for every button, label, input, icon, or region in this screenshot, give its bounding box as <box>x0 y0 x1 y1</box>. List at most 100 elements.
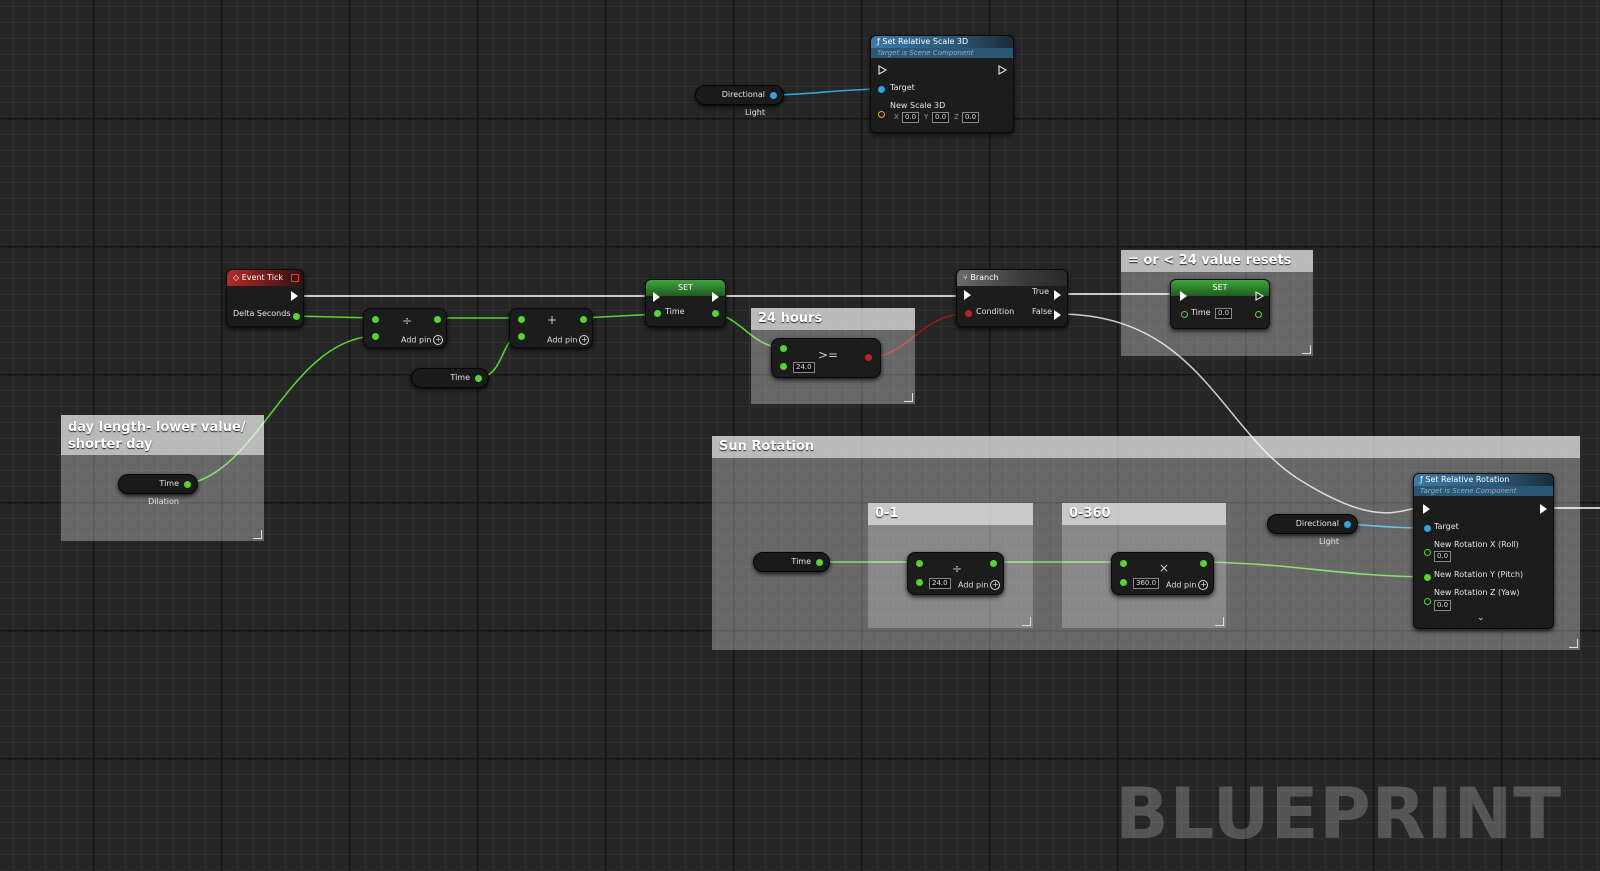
compare-input-a-pin[interactable] <box>780 345 787 352</box>
rotation-z-field[interactable]: 0.0 <box>1434 600 1452 611</box>
variable-name: Time <box>450 373 470 382</box>
directional-light-output-pin[interactable] <box>1344 521 1351 528</box>
true-exec-pin[interactable] <box>1054 290 1061 300</box>
condition-pin[interactable] <box>965 310 972 317</box>
divide-input-a-pin[interactable] <box>372 316 379 323</box>
time-dilation-variable[interactable]: Time Dilation <box>118 474 198 506</box>
exec-out-pin[interactable] <box>291 291 298 301</box>
comment-day-length[interactable]: day length- lower value/ shorter day <box>61 415 264 541</box>
add-input-b-pin[interactable] <box>518 333 525 340</box>
node-header[interactable]: ƒ Set Relative Scale 3D <box>871 36 1013 48</box>
divide-node[interactable]: ÷ Add pin+ <box>363 308 447 348</box>
comment-title[interactable]: 0-360 <box>1062 503 1226 525</box>
time-variable-getter[interactable]: Time <box>411 368 489 388</box>
greater-equal-node[interactable]: 24.0 >= <box>771 338 881 378</box>
resize-handle[interactable] <box>1215 617 1224 626</box>
time-output-pin[interactable] <box>475 375 482 382</box>
set-time-reset-node[interactable]: SET Time 0.0 <box>1170 279 1270 329</box>
comment-title[interactable]: day length- lower value/ shorter day <box>61 415 264 455</box>
compare-value-field[interactable]: 24.0 <box>793 362 815 373</box>
add-pin-button[interactable]: Add pin+ <box>401 335 444 345</box>
divide-output-pin[interactable] <box>434 316 441 323</box>
event-tick-node[interactable]: ◇ Event Tick Delta Seconds <box>226 269 304 327</box>
add-input-a-pin[interactable] <box>518 316 525 323</box>
target-pin[interactable] <box>1424 525 1431 532</box>
resize-handle[interactable] <box>1302 345 1311 354</box>
float-wire-add-set <box>581 313 658 319</box>
scale-x-field[interactable]: 0.0 <box>902 112 920 123</box>
compare-output-pin[interactable] <box>865 354 872 361</box>
delta-seconds-label: Delta Seconds <box>233 309 291 318</box>
add-node[interactable]: + Add pin+ <box>509 308 593 348</box>
scale-z-field[interactable]: 0.0 <box>962 112 980 123</box>
exec-out-pin[interactable] <box>1540 504 1547 514</box>
divide-input-a-pin[interactable] <box>916 560 923 567</box>
comment-title[interactable]: 24 hours <box>751 308 915 330</box>
time-output-pin[interactable] <box>1255 311 1262 318</box>
comment-title[interactable]: Sun Rotation <box>712 436 1580 458</box>
compare-input-b-pin[interactable] <box>780 363 787 370</box>
divisor-field[interactable]: 24.0 <box>929 578 951 589</box>
exec-out-pin[interactable] <box>712 292 719 302</box>
exec-in-pin[interactable] <box>878 65 888 75</box>
rotation-x-field[interactable]: 0.0 <box>1434 551 1452 562</box>
delta-seconds-pin[interactable] <box>293 313 300 320</box>
rotation-x-pin[interactable] <box>1424 549 1431 556</box>
comment-title[interactable]: 0-1 <box>868 503 1033 525</box>
set-relative-scale-node[interactable]: ƒ Set Relative Scale 3D Target is Scene … <box>870 35 1014 133</box>
node-header[interactable]: ◇ Event Tick <box>227 270 303 286</box>
target-pin[interactable] <box>878 86 885 93</box>
multiplier-field[interactable]: 360.0 <box>1133 578 1160 589</box>
exec-in-pin[interactable] <box>964 290 971 300</box>
rotation-y-pin[interactable] <box>1424 574 1431 581</box>
multiply-input-b-pin[interactable] <box>1120 579 1127 586</box>
add-output-pin[interactable] <box>580 316 587 323</box>
exec-out-pin[interactable] <box>998 65 1008 75</box>
false-exec-pin[interactable] <box>1054 310 1061 320</box>
new-scale-pin[interactable] <box>878 111 885 118</box>
multiply-360-node[interactable]: 360.0 × Add pin+ <box>1111 552 1214 595</box>
multiply-input-a-pin[interactable] <box>1120 560 1127 567</box>
divide-24-node[interactable]: 24.0 ÷ Add pin+ <box>907 552 1004 595</box>
node-header[interactable]: ƒ Set Relative Rotation <box>1414 474 1553 486</box>
exec-in-pin[interactable] <box>1423 504 1430 514</box>
scale-y-field[interactable]: 0.0 <box>932 112 950 123</box>
time-input-pin[interactable] <box>654 310 661 317</box>
branch-node[interactable]: ⑂ Branch Condition True False <box>956 269 1068 327</box>
exec-out-pin[interactable] <box>1255 291 1265 301</box>
add-pin-button[interactable]: Add pin+ <box>958 580 1001 590</box>
time-pin-label: Time <box>1191 308 1211 317</box>
divide-output-pin[interactable] <box>990 560 997 567</box>
resize-handle[interactable] <box>253 530 262 539</box>
resize-handle[interactable] <box>1569 639 1578 648</box>
rotation-z-pin[interactable] <box>1424 598 1431 605</box>
node-header[interactable]: ⑂ Branch <box>957 270 1067 286</box>
time-input-pin[interactable] <box>1181 311 1188 318</box>
divide-input-b-pin[interactable] <box>916 579 923 586</box>
stop-icon <box>291 274 299 282</box>
comment-title[interactable]: = or < 24 value resets <box>1121 250 1313 272</box>
time-output-pin[interactable] <box>712 310 719 317</box>
expand-chevron-icon[interactable]: ⌄ <box>1477 613 1485 623</box>
add-pin-icon: + <box>1198 580 1209 590</box>
time-output-pin[interactable] <box>816 559 823 566</box>
directional-light-output-pin[interactable] <box>770 92 777 99</box>
add-pin-button[interactable]: Add pin+ <box>547 335 590 345</box>
set-relative-rotation-node[interactable]: ƒ Set Relative Rotation Target is Scene … <box>1413 473 1554 629</box>
directional-light-getter[interactable]: Directional Light <box>695 85 784 117</box>
variable-name: Time Dilation <box>148 479 179 506</box>
time-variable-getter[interactable]: Time <box>753 552 830 572</box>
divide-input-b-pin[interactable] <box>372 333 379 340</box>
exec-in-pin[interactable] <box>1180 291 1187 301</box>
set-time-node[interactable]: SET Time <box>645 279 726 327</box>
exec-in-pin[interactable] <box>653 292 660 302</box>
time-dilation-output-pin[interactable] <box>184 481 191 488</box>
time-value-field[interactable]: 0.0 <box>1215 308 1233 319</box>
add-pin-button[interactable]: Add pin+ <box>1166 580 1209 590</box>
directional-light-getter[interactable]: Directional Light <box>1267 514 1358 546</box>
multiply-output-pin[interactable] <box>1200 560 1207 567</box>
resize-handle[interactable] <box>1022 617 1031 626</box>
node-subtitle: Target is Scene Component <box>871 48 1013 58</box>
resize-handle[interactable] <box>904 393 913 402</box>
